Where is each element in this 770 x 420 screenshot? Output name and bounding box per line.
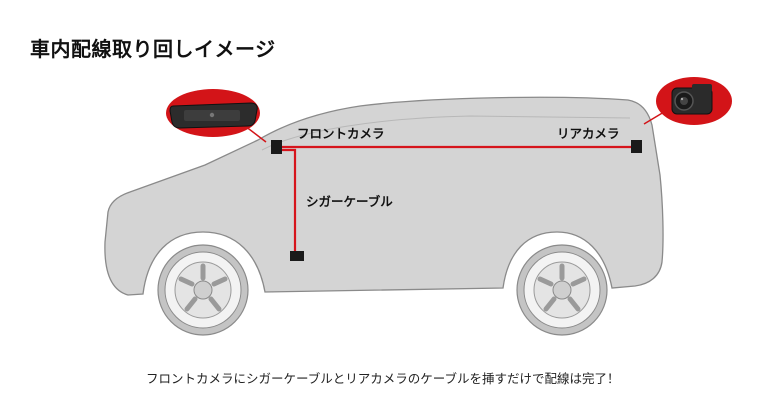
cigar-cable: [282, 148, 297, 252]
front-camera-label: フロントカメラ: [297, 126, 385, 141]
caption-text: フロントカメラにシガーケーブルとリアカメラのケーブルを挿すだけで配線は完了！: [146, 371, 620, 386]
cigar-plug-connector: [290, 251, 304, 261]
mirror-dashcam-icon: [169, 102, 258, 129]
cigar-cable-label: シガーケーブル: [306, 194, 393, 209]
front-wheel: [157, 244, 249, 336]
front-camera-connector: [271, 140, 282, 154]
rear-device-callout: [643, 77, 732, 125]
rear-camera-icon: [671, 84, 713, 115]
page-title: 車内配線取り回しイメージ: [30, 37, 276, 61]
rear-camera-label: リアカメラ: [557, 126, 620, 141]
rear-wheel: [516, 244, 608, 336]
front-device-callout: [166, 89, 267, 143]
cable-routing: [282, 145, 631, 252]
rear-camera-connector: [631, 140, 642, 153]
